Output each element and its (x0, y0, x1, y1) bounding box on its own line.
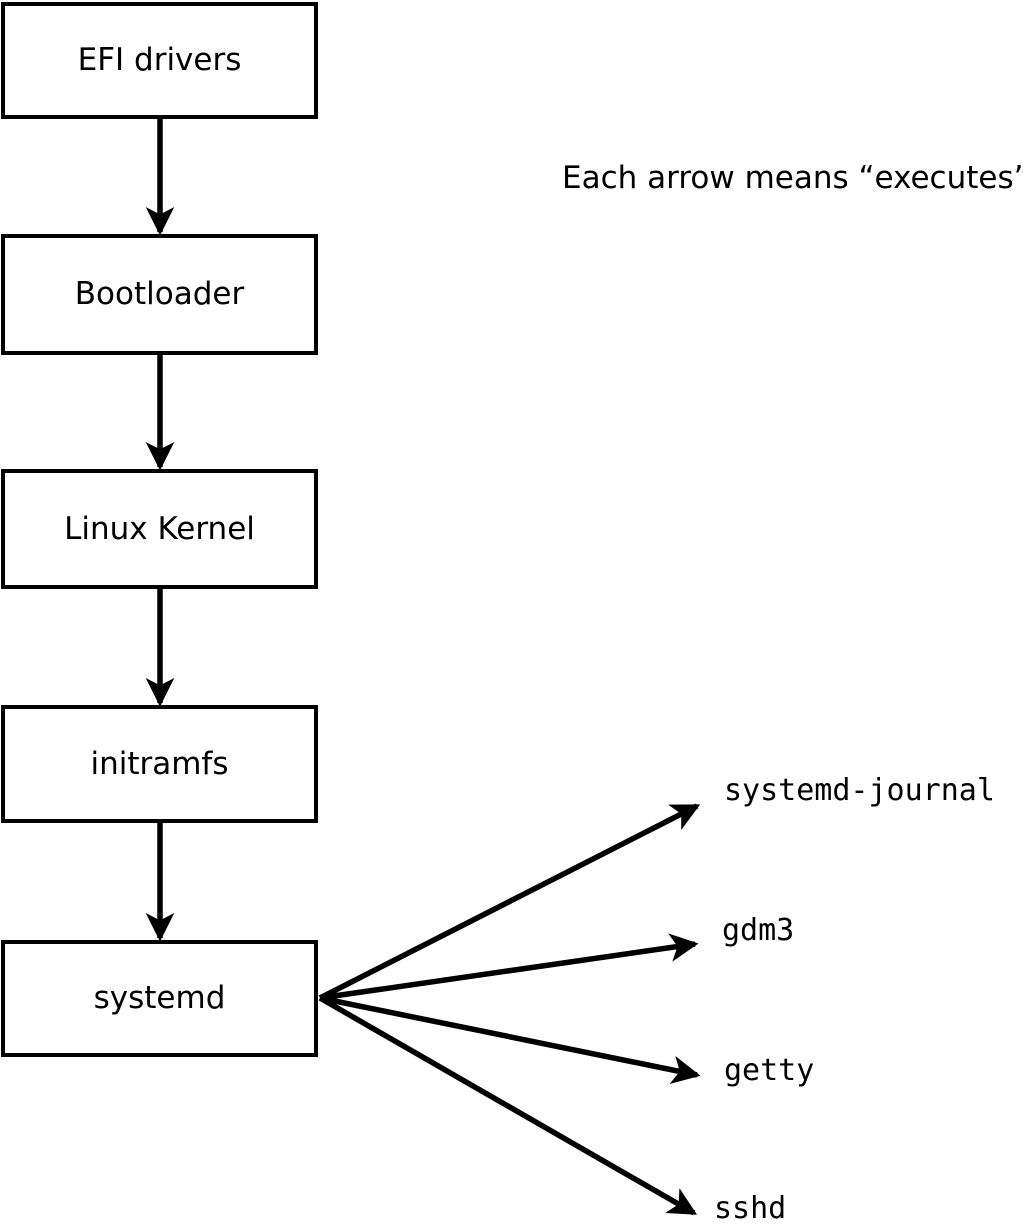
stage-box-linux-kernel[interactable]: Linux Kernel (1, 469, 318, 589)
stage-label-bootloader: Bootloader (74, 276, 245, 312)
stage-box-initramfs[interactable]: initramfs (1, 705, 318, 823)
stage-label-linux-kernel: Linux Kernel (64, 510, 255, 547)
stage-label-systemd: systemd (93, 980, 226, 1016)
service-label-getty: getty (724, 1053, 815, 1088)
stage-label-initramfs: initramfs (90, 745, 229, 782)
service-label-systemd-journal: systemd-journal (724, 773, 995, 808)
stage-box-bootloader[interactable]: Bootloader (1, 234, 318, 355)
stage-label-efi-drivers: EFI drivers (77, 42, 242, 78)
fanout-arrow-systemd-journal (318, 803, 701, 1001)
stage-box-systemd[interactable]: systemd (1, 940, 318, 1057)
legend-note: Each arrow means “executes”. (562, 160, 1023, 196)
fanout-arrow-getty (319, 995, 701, 1085)
fanout-arrow-gdm3 (319, 933, 699, 1001)
fanout-arrow-sshd (318, 995, 698, 1216)
service-label-sshd: sshd (714, 1191, 787, 1226)
stage-box-efi-drivers[interactable]: EFI drivers (1, 2, 318, 119)
service-label-gdm3: gdm3 (722, 913, 795, 948)
